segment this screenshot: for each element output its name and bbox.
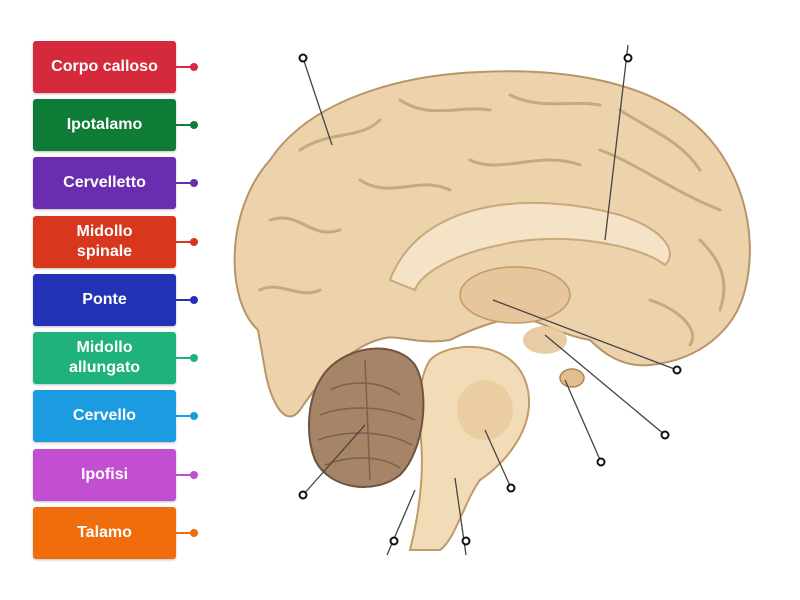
target-circle bbox=[298, 490, 308, 500]
label-ponte[interactable]: Ponte bbox=[33, 274, 198, 326]
label-connector bbox=[176, 299, 192, 301]
label-handle-dot[interactable] bbox=[190, 471, 198, 479]
label-handle-dot[interactable] bbox=[190, 179, 198, 187]
label-connector bbox=[176, 474, 192, 476]
target-circle bbox=[596, 457, 606, 467]
cerebellum-shape bbox=[307, 347, 425, 488]
thalamus-shape bbox=[459, 266, 571, 324]
label-text: Cervello bbox=[72, 407, 137, 424]
label-connector bbox=[176, 532, 192, 534]
target-circle bbox=[623, 53, 633, 63]
label-connector bbox=[176, 124, 192, 126]
target-circle bbox=[298, 53, 308, 63]
label-text: Ipofisi bbox=[80, 466, 129, 483]
label-connector bbox=[176, 66, 192, 68]
label-connector bbox=[176, 415, 192, 417]
label-handle-dot[interactable] bbox=[190, 296, 198, 304]
label-midollo-spinale[interactable]: Midollo spinale bbox=[33, 216, 198, 268]
pituitary-shape bbox=[559, 368, 585, 388]
target-circle bbox=[672, 365, 682, 375]
label-handle-dot[interactable] bbox=[190, 238, 198, 246]
label-ipotalamo[interactable]: Ipotalamo bbox=[33, 99, 198, 151]
label-text: Ipotalamo bbox=[66, 116, 143, 133]
target-markers bbox=[298, 53, 682, 546]
label-cervelletto[interactable]: Cervelletto bbox=[33, 157, 198, 209]
label-text: Corpo calloso bbox=[51, 58, 158, 75]
target-circle bbox=[660, 430, 670, 440]
target-circle bbox=[461, 536, 471, 546]
label-text: Midollo allungato bbox=[68, 339, 141, 376]
label-ipofisi[interactable]: Ipofisi bbox=[33, 449, 198, 501]
label-text: Cervelletto bbox=[63, 174, 146, 191]
label-cervello[interactable]: Cervello bbox=[33, 390, 198, 442]
label-handle-dot[interactable] bbox=[190, 412, 198, 420]
label-midollo-allungato[interactable]: Midollo allungato bbox=[33, 332, 198, 384]
target-circle bbox=[506, 483, 516, 493]
label-text: Talamo bbox=[77, 524, 132, 541]
hypothalamus-shape bbox=[523, 326, 567, 354]
label-handle-dot[interactable] bbox=[190, 529, 198, 537]
label-handle-dot[interactable] bbox=[190, 121, 198, 129]
label-text: Ponte bbox=[82, 291, 127, 308]
brainstem-shape bbox=[408, 345, 530, 551]
label-connector bbox=[176, 182, 192, 184]
label-handle-dot[interactable] bbox=[190, 354, 198, 362]
label-talamo[interactable]: Talamo bbox=[33, 507, 198, 559]
label-handle-dot[interactable] bbox=[190, 63, 198, 71]
label-corpo-calloso[interactable]: Corpo calloso bbox=[33, 41, 198, 93]
label-text: Midollo spinale bbox=[76, 223, 133, 260]
pons-shape bbox=[457, 380, 513, 440]
label-connector bbox=[176, 357, 192, 359]
target-circle bbox=[389, 536, 399, 546]
corpus-callosum-shape bbox=[388, 201, 671, 292]
label-connector bbox=[176, 241, 192, 243]
